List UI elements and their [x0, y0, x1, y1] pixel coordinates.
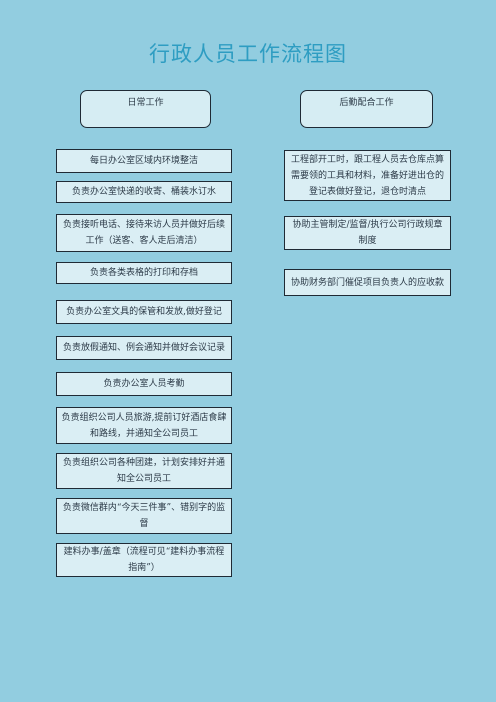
- list-item: 负责各类表格的打印和存档: [56, 262, 232, 284]
- list-item: 负责组织公司各种团建，计划安排好并通知全公司员工: [56, 453, 232, 489]
- header-logistics-support: 后勤配合工作: [300, 90, 433, 128]
- list-item: 工程部开工时，跟工程人员去仓库点算需要领的工具和材料，准备好进出仓的登记表做好登…: [284, 150, 451, 201]
- list-item: 负责办公室文具的保管和发放,做好登记: [56, 300, 232, 324]
- list-item: 负责办公室人员考勤: [56, 372, 232, 396]
- list-item: 负责接听电话、接待来访人员并做好后续工作（送客、客人走后清洁）: [56, 214, 232, 252]
- header-daily-work: 日常工作: [80, 90, 211, 128]
- list-item: 建料办事/盖章（流程可见“建料办事流程指南”）: [56, 543, 232, 577]
- list-item: 每日办公室区域内环境整洁: [56, 149, 232, 173]
- list-item: 负责组织公司人员旅游,提前订好酒店食肆和路线，并通知全公司员工: [56, 407, 232, 444]
- list-item: 负责放假通知、例会通知并做好会议记录: [56, 336, 232, 360]
- list-item: 协助主管制定/监督/执行公司行政规章制度: [284, 216, 451, 250]
- list-item: 协助财务部门催促项目负责人的应收款: [284, 269, 451, 296]
- list-item: 负责办公室快递的收寄、桶装水订水: [56, 181, 232, 203]
- list-item: 负责微信群内“今天三件事”、错别字的监督: [56, 498, 232, 534]
- page-title: 行政人员工作流程图: [149, 42, 347, 66]
